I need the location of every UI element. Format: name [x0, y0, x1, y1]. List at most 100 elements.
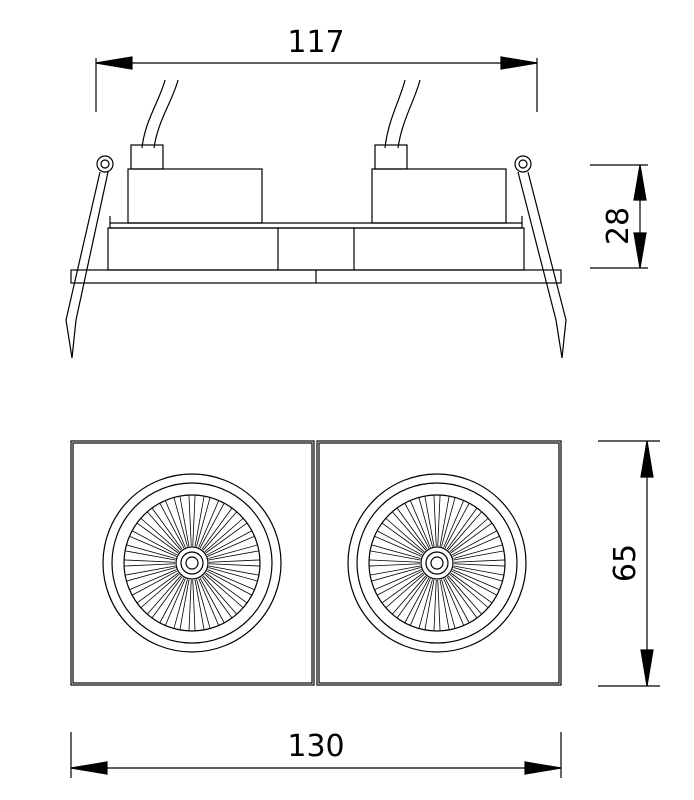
wire-left-2 [153, 79, 179, 149]
lens-fin [194, 496, 205, 547]
frame-left [70, 440, 315, 686]
lens-fin [198, 578, 220, 626]
lens-fin [207, 569, 255, 591]
wire-right [384, 79, 406, 149]
housing-body [107, 227, 525, 271]
lens-fin [173, 579, 188, 629]
lens-fin [194, 579, 205, 630]
lens-fin [146, 511, 182, 551]
lens-fin [124, 559, 176, 563]
lens-fin [205, 522, 248, 554]
lens-fin [206, 570, 253, 596]
driver-left [127, 168, 263, 224]
wire-left [141, 79, 166, 149]
lens-fin [452, 569, 500, 591]
lens-right [347, 473, 527, 653]
side-view: 117 [65, 25, 648, 359]
lens-fin [199, 577, 225, 624]
lens-fin [453, 563, 505, 567]
lens-fin [204, 573, 244, 609]
lens-fin [374, 569, 422, 591]
lens-fin [453, 550, 504, 561]
lens-fin [433, 495, 437, 547]
lens-fin [371, 544, 421, 559]
lens-fin [196, 497, 211, 547]
lens-fin [453, 567, 503, 582]
lens-fin [449, 517, 489, 553]
lens-fin [404, 577, 430, 624]
lens-fin [391, 575, 427, 615]
lens-fin [131, 530, 178, 556]
lens-fin [205, 572, 248, 604]
lens-fin [159, 577, 185, 624]
lens-fin [437, 579, 441, 631]
lens-fin [391, 511, 427, 551]
lens-fin [447, 511, 483, 551]
lens-fin [424, 579, 435, 630]
lens-fin [164, 578, 186, 626]
lens-fin [453, 565, 504, 576]
lens-fin [151, 507, 183, 550]
lens-fin [451, 570, 498, 596]
lens-fin [453, 559, 505, 563]
lens-fin [179, 579, 190, 630]
lens-fin [199, 502, 225, 549]
lens-fin [385, 573, 425, 609]
lens-fin [453, 544, 503, 559]
lens-fin [208, 559, 260, 563]
lens-fin [206, 530, 253, 556]
lens-fin [204, 517, 244, 553]
lens-fin [418, 579, 433, 629]
lens-fin [202, 511, 238, 551]
lens-fin [449, 573, 489, 609]
lens-fin [441, 579, 456, 629]
lens-fin [439, 579, 450, 630]
dimension-117: 117 [95, 25, 538, 112]
lens-fin [207, 535, 255, 557]
connector-right [374, 144, 408, 170]
lens-fin [441, 497, 456, 547]
lens-fin [196, 579, 211, 629]
lens-fin [444, 577, 470, 624]
lens-fin [188, 579, 192, 631]
lens-fin [202, 575, 238, 615]
lens-fin [376, 570, 423, 596]
spring-eye-right [514, 155, 532, 173]
lens-fin [376, 530, 423, 556]
lens-fin [450, 522, 493, 554]
dimension-65-label: 65 [608, 544, 643, 582]
lens-fin [439, 496, 450, 547]
lens-fin [424, 496, 435, 547]
lens-fin [208, 567, 258, 582]
lens-fin [409, 500, 431, 548]
lens-fin [126, 544, 176, 559]
lens-fin [208, 563, 260, 567]
lens-fin [188, 495, 192, 547]
lens-fin [443, 578, 465, 626]
dimension-28: 28 [590, 164, 648, 269]
lens-fin [381, 572, 424, 604]
lens-fin [131, 570, 178, 596]
lens-fin [140, 573, 180, 609]
lens-fin [446, 507, 478, 550]
frame-right [316, 440, 562, 686]
lens-fin [151, 576, 183, 619]
lens-fin [159, 502, 185, 549]
lens-fin [192, 579, 196, 631]
wire-right-2 [397, 79, 421, 149]
lens-fin [208, 544, 258, 559]
lens-fin [125, 550, 176, 561]
lens-fin [374, 535, 422, 557]
lens-fin [192, 495, 196, 547]
lens-fin [136, 572, 179, 604]
lens-fin [385, 517, 425, 553]
lens-fin [201, 576, 233, 619]
spring-right [517, 171, 563, 359]
lens-fin [126, 567, 176, 582]
lens-fin [396, 507, 428, 550]
dimension-130-label: 130 [287, 729, 344, 764]
lens-fin [208, 565, 259, 576]
lens-fin [369, 563, 421, 567]
spring-left [65, 171, 101, 359]
